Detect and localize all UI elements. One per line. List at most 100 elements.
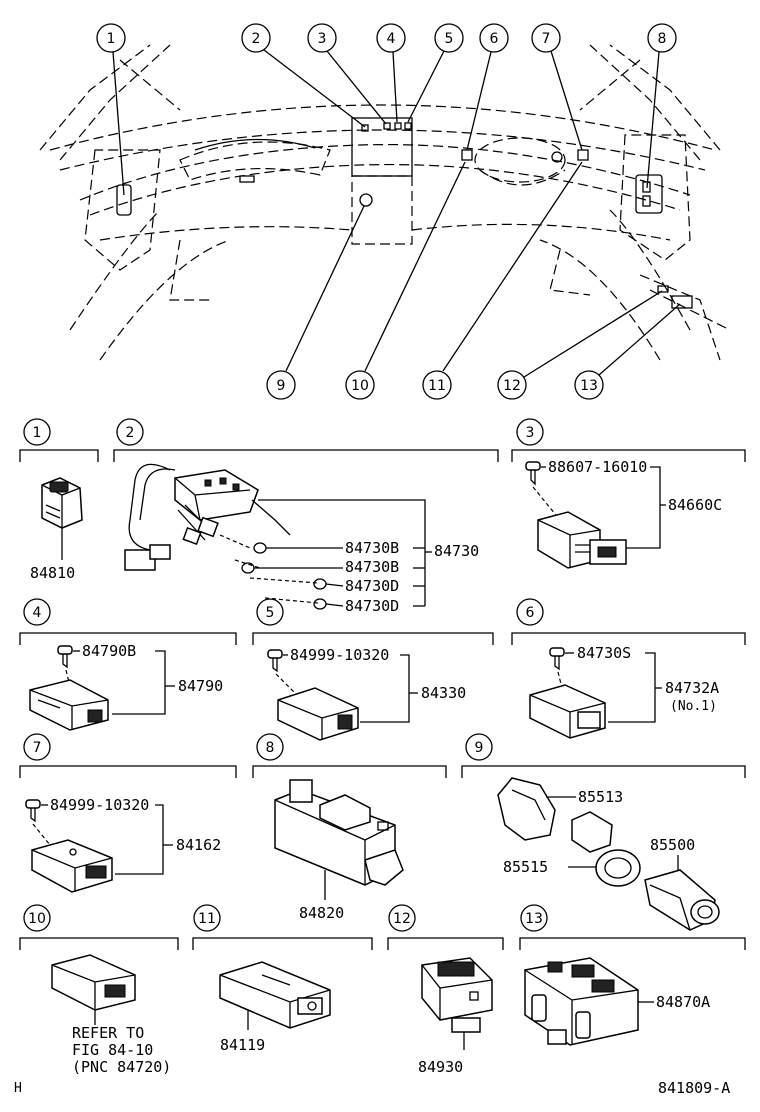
part-number-84730[interactable]: 84730 — [434, 542, 479, 560]
part-85515-illustration[interactable] — [571, 811, 641, 887]
panel-5: 5 84999-10320 84330 — [252, 598, 494, 741]
part-number-85515[interactable]: 85515 — [503, 858, 548, 876]
part-number-84790[interactable]: 84790 — [178, 677, 223, 695]
svg-text:10: 10 — [351, 378, 369, 394]
panel-11: 11 84119 — [192, 904, 373, 1054]
panel-4: 4 84790B 84790 — [19, 598, 237, 731]
callout-4[interactable]: 4 — [376, 23, 406, 123]
callout-9[interactable]: 9 — [266, 205, 365, 400]
part-84790-illustration[interactable] — [29, 679, 109, 731]
diagram-number: 841809-A — [658, 1079, 730, 1097]
part-85513-illustration[interactable] — [497, 777, 556, 841]
part-number-85500[interactable]: 85500 — [650, 836, 695, 854]
part-84720-illustration[interactable] — [51, 954, 136, 1011]
svg-text:6: 6 — [490, 31, 499, 47]
part-84162-illustration[interactable] — [31, 839, 113, 893]
part-number-84730b-1[interactable]: 84730B — [345, 539, 399, 557]
panel-12: 12 84930 — [387, 904, 504, 1076]
screw-number-84999-10320-b[interactable]: 84999-10320 — [50, 796, 149, 814]
svg-text:2: 2 — [126, 425, 135, 441]
screw-number-84730s[interactable]: 84730S — [577, 644, 631, 662]
footer-left-mark: H — [14, 1081, 22, 1096]
svg-text:12: 12 — [503, 378, 521, 394]
svg-text:3: 3 — [526, 425, 535, 441]
screw-icon — [525, 461, 541, 486]
part-number-84870a[interactable]: 84870A — [656, 993, 710, 1011]
callout-8[interactable]: 8 — [646, 23, 677, 189]
part-84870a-illustration[interactable] — [524, 957, 639, 1046]
callout-7[interactable]: 7 — [531, 23, 583, 151]
part-84732a-illustration[interactable] — [529, 684, 606, 739]
svg-text:7: 7 — [542, 31, 551, 47]
panel-7: 7 84999-10320 84162 — [19, 733, 237, 893]
part-number-84930[interactable]: 84930 — [418, 1058, 463, 1076]
part-84810-illustration[interactable] — [41, 477, 83, 529]
svg-text:7: 7 — [33, 740, 42, 756]
panel-8: 8 84820 — [252, 733, 447, 922]
part-84660c-illustration[interactable] — [537, 511, 627, 569]
svg-text:11: 11 — [428, 378, 446, 394]
reference-line-1: REFER TO — [72, 1024, 144, 1042]
part-number-84810[interactable]: 84810 — [30, 564, 75, 582]
reference-line-3: (PNC 84720) — [72, 1058, 171, 1076]
part-85500-illustration[interactable] — [644, 869, 720, 931]
panel-6: 6 84730S 84732A (No.1) — [511, 598, 746, 739]
part-84119-illustration[interactable] — [219, 961, 331, 1029]
callout-12[interactable]: 12 — [497, 290, 663, 400]
svg-text:4: 4 — [33, 605, 42, 621]
panel-2: 2 — [113, 418, 499, 615]
screw-number-88607-16010[interactable]: 88607-16010 — [548, 458, 647, 476]
svg-text:3: 3 — [318, 31, 327, 47]
svg-text:10: 10 — [28, 911, 46, 927]
part-number-84820[interactable]: 84820 — [299, 904, 344, 922]
svg-text:13: 13 — [580, 378, 598, 394]
part-number-84660c[interactable]: 84660C — [668, 496, 722, 514]
part-number-84730b-2[interactable]: 84730B — [345, 558, 399, 576]
part-note-no1: (No.1) — [670, 699, 717, 714]
svg-text:11: 11 — [198, 911, 216, 927]
part-number-84732a[interactable]: 84732A — [665, 679, 719, 697]
callout-11[interactable]: 11 — [422, 161, 583, 400]
callout-1[interactable]: 1 — [96, 23, 126, 196]
callout-10[interactable]: 10 — [345, 161, 466, 400]
svg-text:8: 8 — [266, 740, 275, 756]
svg-text:5: 5 — [266, 605, 275, 621]
svg-text:4: 4 — [387, 31, 396, 47]
part-number-84330[interactable]: 84330 — [421, 684, 466, 702]
svg-text:8: 8 — [658, 31, 667, 47]
screw-icon — [57, 645, 73, 669]
svg-text:5: 5 — [445, 31, 454, 47]
top-callouts: 1 2 3 4 5 6 7 — [96, 23, 677, 196]
screw-number-84999-10320-a[interactable]: 84999-10320 — [290, 646, 389, 664]
wiring-harness-illustration[interactable] — [124, 463, 291, 571]
svg-text:13: 13 — [525, 911, 543, 927]
screw-icon — [549, 647, 565, 671]
part-84820-illustration[interactable] — [274, 779, 404, 886]
svg-text:9: 9 — [475, 740, 484, 756]
part-number-84730d-1[interactable]: 84730D — [345, 577, 399, 595]
screw-number-84790b[interactable]: 84790B — [82, 642, 136, 660]
callout-3[interactable]: 3 — [307, 23, 387, 125]
svg-text:1: 1 — [107, 31, 116, 47]
bottom-callouts: 9 10 11 12 13 — [266, 161, 681, 400]
part-number-84162[interactable]: 84162 — [176, 836, 221, 854]
panel-10: 10 REFER TO FIG 84-10 (PNC 84720) — [19, 904, 179, 1076]
screw-icon — [25, 799, 41, 823]
callout-6[interactable]: 6 — [466, 23, 509, 151]
panel-3: 3 88607-16010 84660C — [511, 418, 746, 569]
part-84330-illustration[interactable] — [277, 687, 359, 741]
part-84930-illustration[interactable] — [421, 957, 493, 1033]
screw-icon — [267, 649, 283, 673]
callout-13[interactable]: 13 — [574, 303, 681, 400]
part-number-84119[interactable]: 84119 — [220, 1036, 265, 1054]
svg-text:9: 9 — [277, 378, 286, 394]
svg-text:1: 1 — [33, 425, 42, 441]
part-number-85513[interactable]: 85513 — [578, 788, 623, 806]
svg-text:6: 6 — [526, 605, 535, 621]
svg-text:12: 12 — [393, 911, 411, 927]
panel-1: 1 84810 — [19, 418, 99, 582]
part-number-84730d-2[interactable]: 84730D — [345, 597, 399, 615]
callout-5[interactable]: 5 — [407, 23, 464, 123]
callout-2[interactable]: 2 — [241, 23, 366, 128]
